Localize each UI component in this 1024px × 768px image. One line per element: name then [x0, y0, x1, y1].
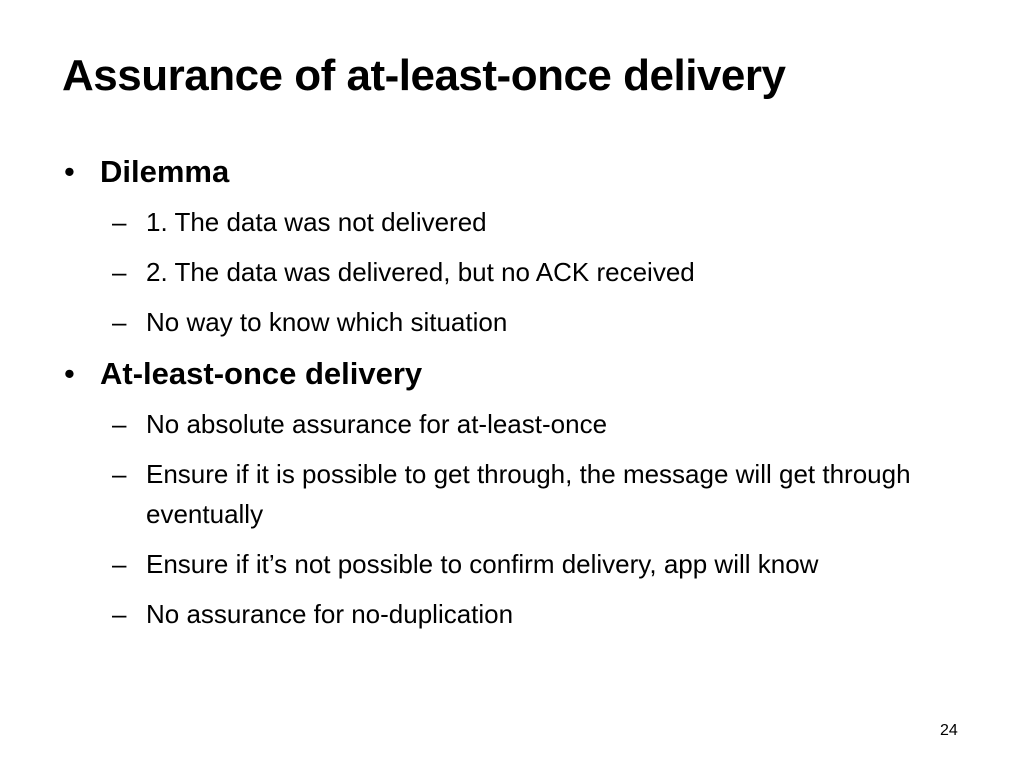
sub-item: – Ensure if it’s not possible to confirm… — [100, 544, 962, 584]
sub-item-text: No assurance for no-duplication — [146, 599, 514, 629]
sub-item-text: No absolute assurance for at-least-once — [146, 409, 608, 439]
sub-item-text: 2. The data was delivered, but no ACK re… — [146, 257, 695, 287]
dash-marker: – — [112, 307, 127, 337]
sub-list: – No absolute assurance for at-least-onc… — [100, 404, 962, 634]
bullet-marker: • — [64, 356, 75, 391]
sub-item: – Ensure if it is possible to get throug… — [100, 454, 962, 534]
page-number: 24 — [940, 722, 958, 739]
sub-item-text: Ensure if it’s not possible to confirm d… — [146, 549, 819, 579]
bullet-heading: At-least-once delivery — [100, 356, 423, 391]
dash-marker: – — [112, 459, 127, 489]
sub-item: – No absolute assurance for at-least-onc… — [100, 404, 962, 444]
sub-item: – No way to know which situation — [100, 302, 962, 342]
sub-item-text: No way to know which situation — [146, 307, 508, 337]
bullet-heading: Dilemma — [100, 154, 230, 189]
slide-content: • Dilemma – 1. The data was not delivere… — [62, 150, 962, 634]
sub-item-text: Ensure if it is possible to get through,… — [146, 459, 911, 529]
bullet-marker: • — [64, 154, 75, 189]
sub-item-text: 1. The data was not delivered — [146, 207, 487, 237]
bullet-dilemma: • Dilemma – 1. The data was not delivere… — [62, 150, 962, 342]
sub-list: – 1. The data was not delivered – 2. The… — [100, 202, 962, 342]
dash-marker: – — [112, 549, 127, 579]
sub-item: – 2. The data was delivered, but no ACK … — [100, 252, 962, 292]
sub-item: – No assurance for no-duplication — [100, 594, 962, 634]
sub-item: – 1. The data was not delivered — [100, 202, 962, 242]
slide-title: Assurance of at-least-once delivery — [62, 51, 786, 100]
dash-marker: – — [112, 207, 127, 237]
dash-marker: – — [112, 599, 127, 629]
dash-marker: – — [112, 409, 127, 439]
dash-marker: – — [112, 257, 127, 287]
bullet-at-least-once: • At-least-once delivery – No absolute a… — [62, 352, 962, 634]
